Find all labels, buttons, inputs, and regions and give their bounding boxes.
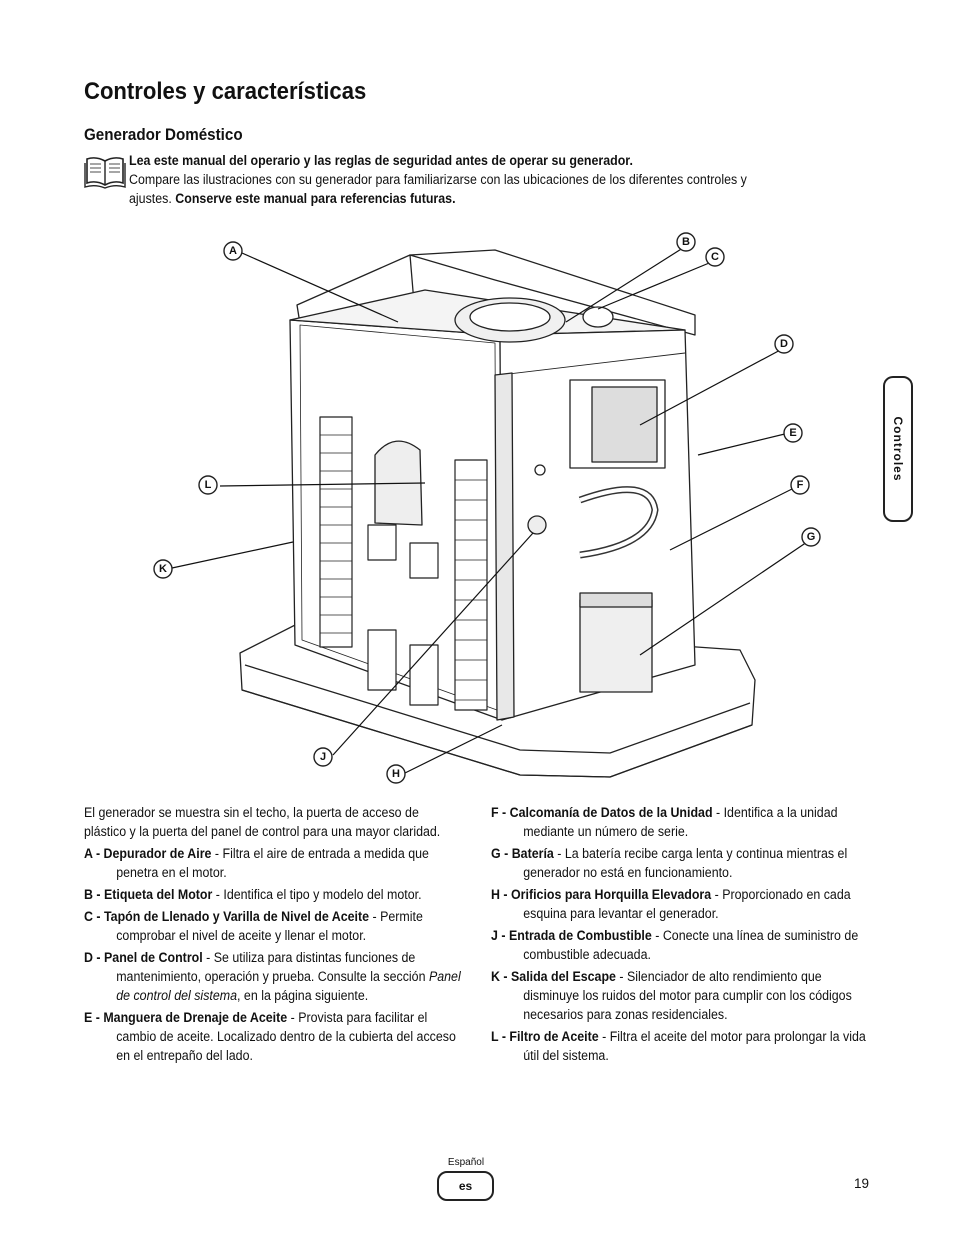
callout-a: A	[223, 241, 243, 261]
intro-warning: Lea este manual del operario y las regla…	[129, 153, 633, 168]
legend-item-b: B - Etiqueta del Motor - Identifica el t…	[84, 887, 422, 902]
diagram-note: El generador se muestra sin el techo, la…	[84, 805, 441, 839]
svg-text:K: K	[159, 563, 167, 575]
legend-item-h: H - Orificios para Horquilla Elevadora -…	[491, 887, 851, 921]
svg-text:D: D	[780, 338, 788, 350]
page-title: Controles y características	[84, 78, 367, 105]
language-badge: es	[437, 1171, 494, 1201]
legend-item-e: E - Manguera de Drenaje de Aceite - Prov…	[84, 1010, 456, 1063]
legend-item-f: F - Calcomanía de Datos de la Unidad - I…	[491, 805, 838, 839]
callout-e: E	[783, 423, 803, 443]
svg-text:H: H	[392, 768, 400, 780]
battery-illustration	[579, 599, 653, 693]
intro-instructions: Compare las ilustraciones con su generad…	[129, 172, 747, 206]
page-number: 19	[854, 1176, 870, 1191]
language-label: Español	[447, 1157, 485, 1168]
legend-item-l: L - Filtro de Aceite - Filtra el aceite …	[491, 1029, 866, 1063]
legend-left-column: El generador se muestra sin el techo, la…	[84, 803, 463, 1068]
callout-k: K	[153, 559, 173, 579]
legend-item-j: J - Entrada de Combustible - Conecte una…	[491, 928, 859, 962]
svg-text:B: B	[682, 236, 690, 248]
callout-l: L	[198, 475, 218, 495]
svg-text:J: J	[320, 751, 326, 763]
callout-leaders	[171, 245, 811, 774]
svg-text:A: A	[229, 245, 237, 257]
section-side-tab[interactable]	[883, 376, 913, 522]
legend-item-d: D - Panel de Control - Se utiliza para d…	[84, 950, 461, 1003]
callout-d: D	[774, 334, 794, 354]
generator-illustration	[239, 249, 756, 778]
svg-text:F: F	[797, 479, 804, 491]
svg-text:G: G	[807, 531, 816, 543]
generator-diagram: A B C D E F G H J K L	[153, 232, 821, 784]
legend-item-g: G - Batería - La batería recibe carga le…	[491, 846, 848, 880]
callout-g: G	[801, 527, 821, 547]
section-subtitle: Generador Doméstico	[84, 126, 243, 144]
legend-right-column: F - Calcomanía de Datos de la Unidad - I…	[491, 803, 870, 1068]
intro-text: Lea este manual del operario y las regla…	[129, 151, 791, 208]
callout-j: J	[313, 747, 333, 767]
svg-text:L: L	[205, 479, 212, 491]
intro-keep-manual: Conserve este manual para referencias fu…	[175, 191, 456, 206]
callout-f: F	[790, 475, 810, 495]
legend-item-c: C - Tapón de Llenado y Varilla de Nivel …	[84, 909, 423, 943]
manual-book-icon	[84, 157, 126, 189]
callout-h: H	[386, 764, 406, 784]
callout-b: B	[676, 232, 696, 252]
legend-item-a: A - Depurador de Aire - Filtra el aire d…	[84, 846, 429, 880]
callout-c: C	[705, 247, 725, 267]
svg-text:C: C	[711, 251, 719, 263]
legend-item-k: K - Salida del Escape - Silenciador de a…	[491, 969, 852, 1022]
svg-text:E: E	[789, 427, 796, 439]
section-side-tab-label: Controles	[891, 416, 905, 482]
